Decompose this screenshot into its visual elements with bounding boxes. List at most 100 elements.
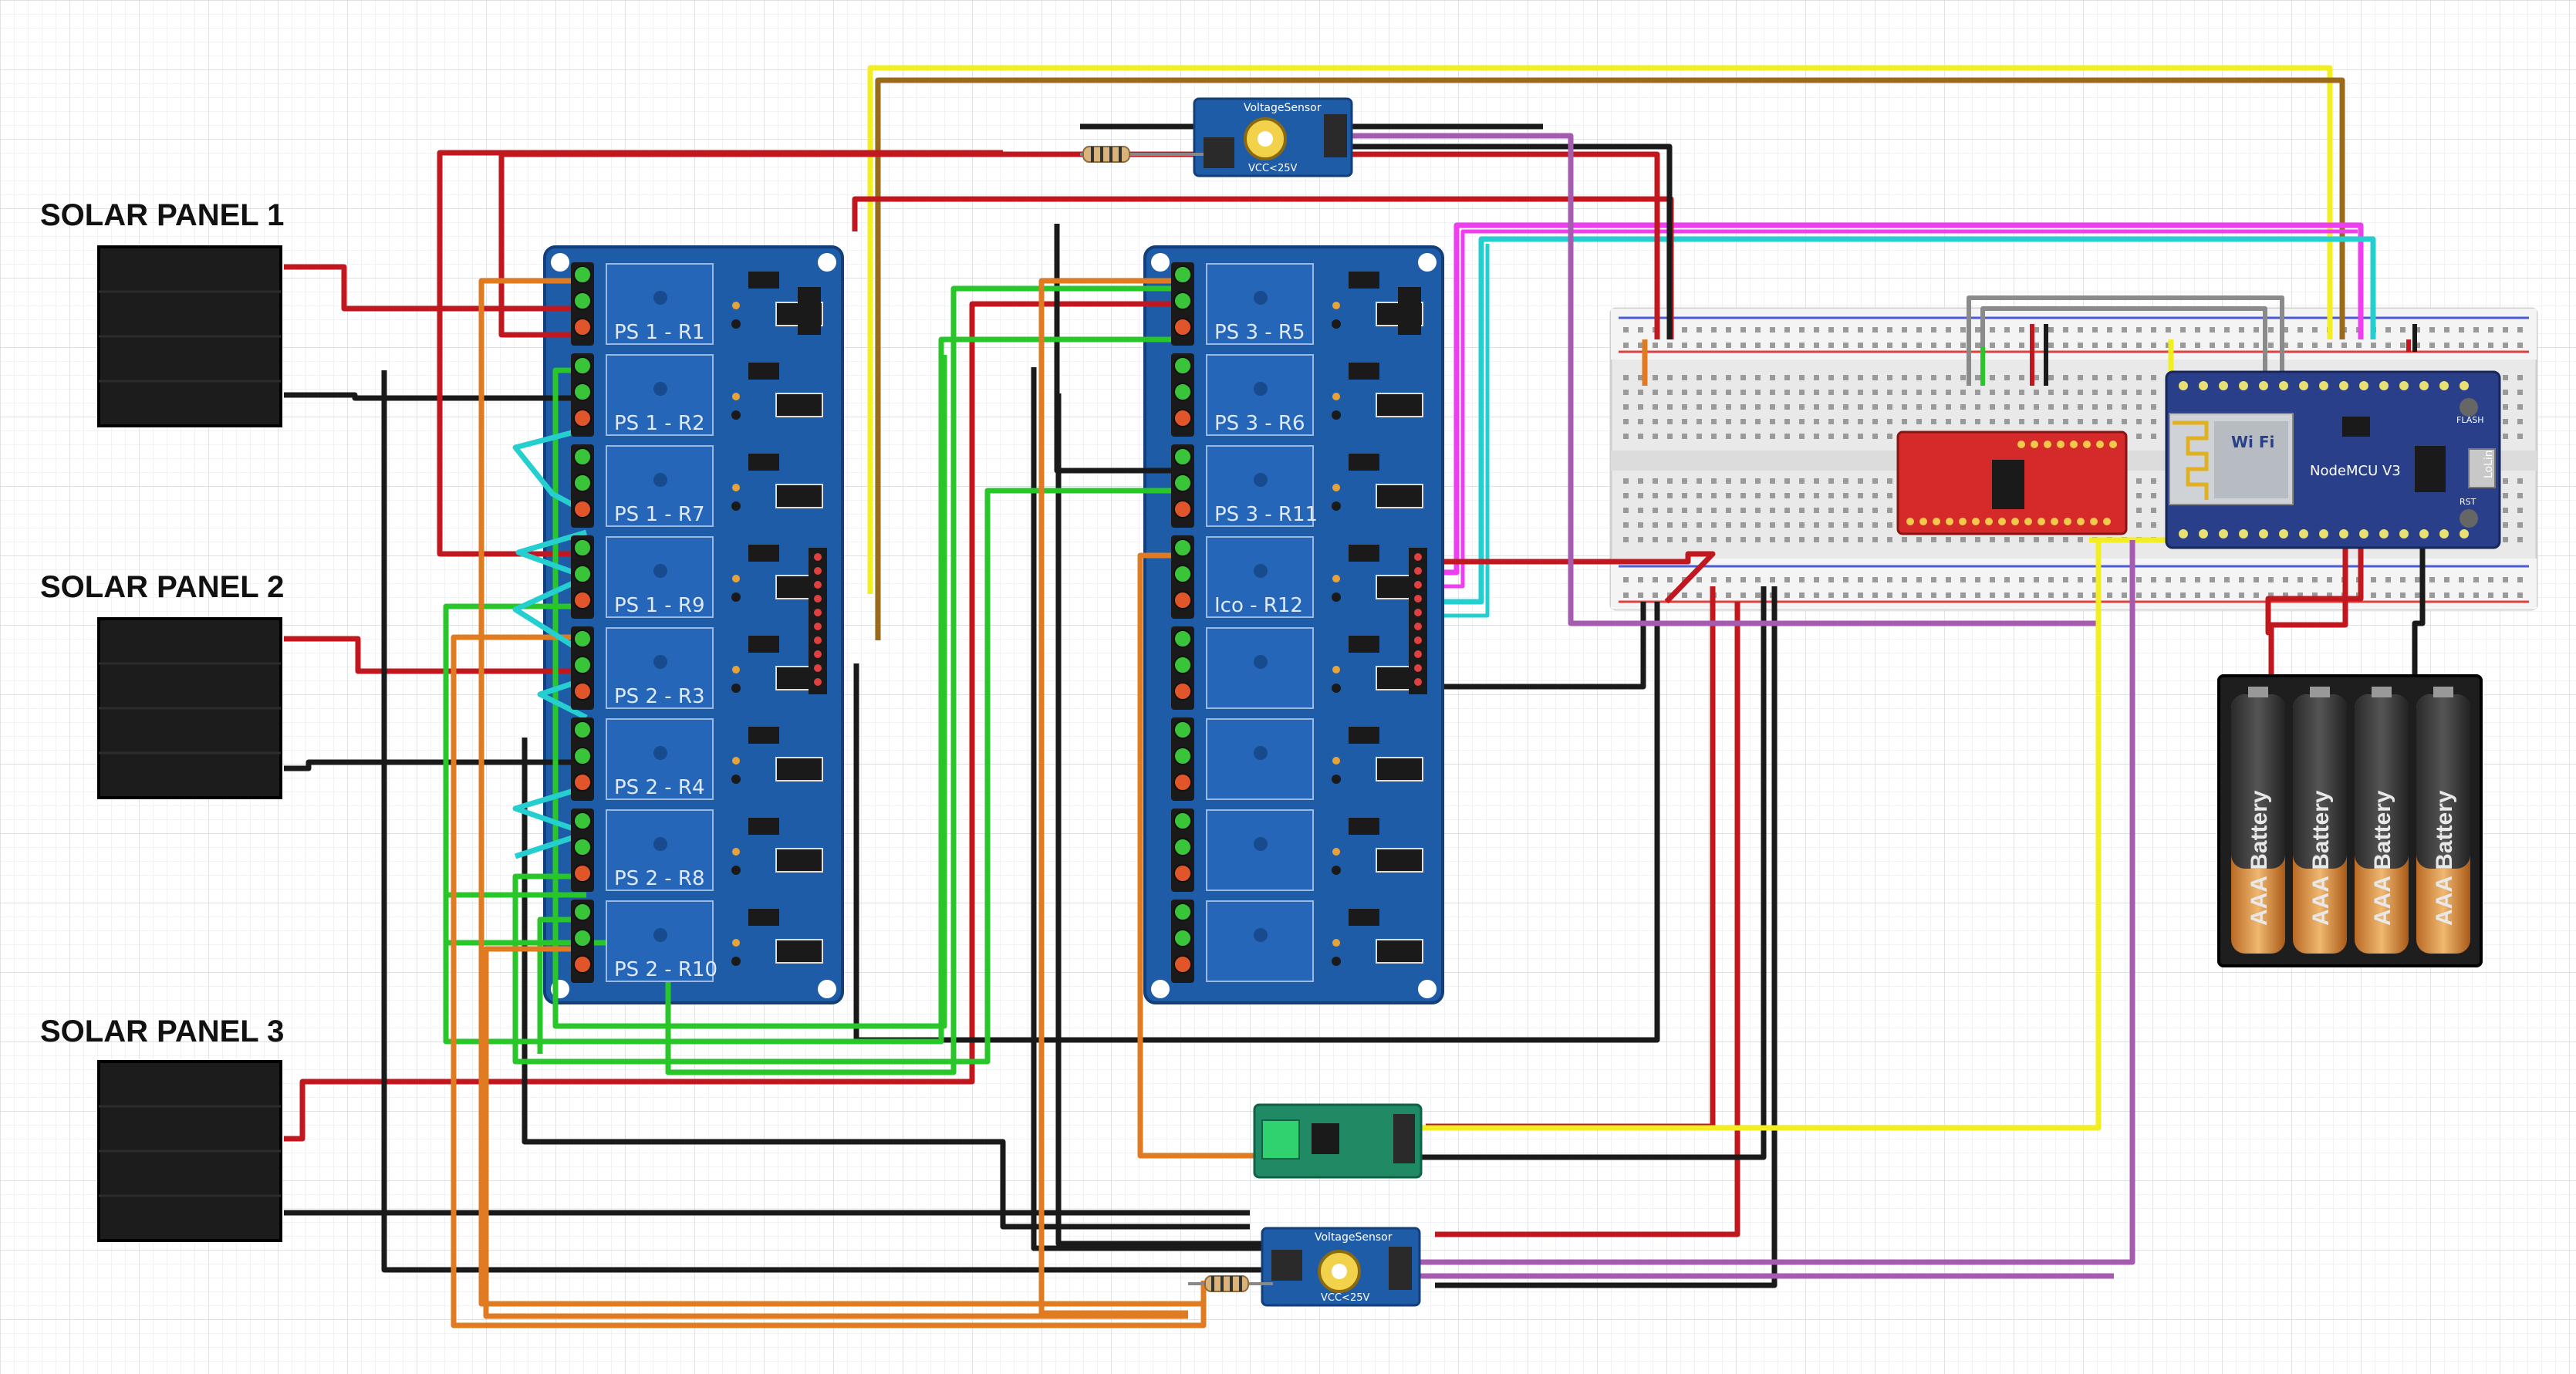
mcu-side-label: LoLin [2483, 450, 2495, 478]
mcu-flash-label: FLASH [2456, 415, 2484, 425]
solar-panel-3: SOLAR PANEL 3 [40, 1014, 284, 1242]
relay-board-2-channel-3: PS 3 - R11 [1171, 444, 1423, 528]
solar-panel-1-label: SOLAR PANEL 1 [40, 198, 284, 232]
relay-board-1-channel-label: PS 2 - R8 [614, 867, 705, 890]
relay-board-2-header-pins [1398, 287, 1427, 694]
wire-black-down2 [1031, 367, 1265, 1251]
relay-board-1-channel-label: PS 2 - R4 [614, 776, 705, 799]
relay-board-1-channel-7: PS 2 - R8 [571, 809, 823, 892]
resistor-bottom [1188, 1275, 1273, 1292]
wire-orange-5 [1137, 552, 1271, 1159]
wire-black-down1 [381, 370, 1265, 1273]
battery-label: AAA Battery [2370, 790, 2395, 926]
wire-cyan [1444, 236, 2376, 605]
wire-green-2 [443, 336, 1173, 1045]
current-sensor-module [1253, 1103, 1423, 1179]
relay-board-1-channel-label: PS 1 - R1 [614, 321, 705, 344]
relay-board-2-channel-5 [1171, 626, 1423, 710]
voltage-sensor-bottom-rating: VCC<25V [1321, 1292, 1369, 1304]
wire-magenta [1444, 222, 2364, 576]
wire-red-bb-low2 [1435, 602, 1740, 1237]
solar-panel-2-label: SOLAR PANEL 2 [40, 570, 284, 604]
wire-yellow-low [1416, 540, 2102, 1131]
solar-panel-2: SOLAR PANEL 2 [40, 570, 284, 799]
battery-label: AAA Battery [2432, 790, 2457, 926]
aaa-battery-4: AAA Battery [2416, 687, 2470, 954]
relay-board-2-channel-label: PS 3 - R11 [1214, 503, 1318, 526]
voltage-sensor-top-title: VoltageSensor [1244, 102, 1322, 114]
battery-label: AAA Battery [2247, 790, 2272, 926]
voltage-sensor-top: VoltageSensor VCC<25V [1193, 97, 1353, 177]
multiplexer-board [1896, 430, 2128, 535]
resistor-top [1080, 146, 1204, 163]
wire-green-4 [552, 355, 947, 1029]
relay-board-2-channel-label: PS 3 - R6 [1214, 412, 1305, 435]
wire-olive-top [875, 77, 2345, 640]
relay-board-2-channel-4: Ico - R12 [1171, 535, 1423, 619]
wire-red-left-loop [437, 150, 1003, 557]
relay-board-1-channel-3: PS 1 - R7 [571, 444, 823, 528]
nodemcu-board: Wi Fi NodeMCU V3 FLASH RST LoLin [2165, 370, 2501, 549]
relay-board-2-channel-8 [1171, 900, 1423, 983]
relay-board-1-channels: PS 1 - R1 PS 1 - R2 PS 1 - R7 PS 1 - R9 PS 2… [571, 262, 827, 983]
wire-red-battery2 [2268, 540, 2348, 679]
relay-board-1-channel-label: PS 1 - R2 [614, 412, 705, 435]
wire-purple-2 [1409, 540, 2135, 1265]
wire-magenta-2 [1444, 229, 2358, 589]
wire-green-3 [512, 488, 1173, 1065]
voltage-sensor-top-rating: VCC<25V [1248, 163, 1297, 174]
wire-panel3-red [284, 301, 1173, 1142]
wire-black-battery [2412, 540, 2426, 679]
relay-board-1-header-pins [798, 287, 827, 694]
relay-board-2-channel-1: PS 3 - R5 [1171, 262, 1423, 346]
solar-panel-3-label: SOLAR PANEL 3 [40, 1014, 284, 1048]
relay-board-2-channel-7 [1171, 809, 1423, 892]
wire-yellow-top [867, 65, 2333, 594]
mcu-rst-label: RST [2460, 497, 2476, 507]
battery-holder: AAA Battery AAA Battery AAA Battery AAA Bat… [2217, 674, 2483, 967]
relay-board-1-channel-1: PS 1 - R1 [571, 262, 823, 346]
relay-board-2-channel-2: PS 3 - R6 [1171, 353, 1423, 437]
wire-panel2-red [284, 636, 586, 674]
wires [284, 65, 2426, 1328]
wire-orange-4 [1038, 278, 1188, 1316]
wire-cyan-jumper-1 [512, 426, 588, 515]
wire-black-relay2-out [1444, 602, 1646, 690]
wire-grey-1 [1967, 295, 2284, 386]
wire-black-sensor [1349, 143, 1673, 339]
relay-board-1-channel-8: PS 2 - R10 [571, 900, 823, 983]
wire-orange-3 [483, 946, 1188, 1319]
wire-black-bottom [853, 602, 1660, 1043]
relay-board-1-channel-label: PS 2 - R3 [614, 685, 705, 708]
wifi-label: Wi Fi [2231, 433, 2274, 451]
relay-board-1-channel-label: PS 2 - R10 [614, 958, 717, 981]
relay-board-1-channel-2: PS 1 - R2 [571, 353, 823, 437]
relay-board-2-channel-label: Ico - R12 [1214, 594, 1303, 617]
wire-panel1-red [284, 264, 586, 312]
wire-panel1-black [284, 392, 586, 401]
relay-board-1-channel-6: PS 2 - R4 [571, 717, 823, 801]
relay-board-1-channel-label: PS 1 - R9 [614, 594, 705, 617]
wire-cyan-2 [1444, 244, 1490, 618]
aaa-battery-2: AAA Battery [2293, 687, 2347, 954]
wire-black-loop-left [522, 738, 1250, 1230]
wire-orange-2 [451, 634, 1207, 1328]
relay-board-1-channel-label: PS 1 - R7 [614, 503, 705, 526]
wire-cyan-jumper-4 [512, 784, 589, 859]
battery-label: AAA Battery [2308, 790, 2334, 926]
solar-panel-1: SOLAR PANEL 1 [40, 198, 284, 427]
wire-black-bb1 [1420, 586, 1767, 1160]
aaa-battery-3: AAA Battery [2355, 687, 2409, 954]
relay-board-2-channel-label: PS 3 - R5 [1214, 321, 1305, 344]
wire-black-bb2 [1435, 586, 1778, 1288]
voltage-sensor-bottom: VoltageSensor VCC<25V [1261, 1227, 1421, 1307]
relay-board-1-channel-5: PS 2 - R3 [571, 626, 823, 710]
mcu-title: NodeMCU V3 [2310, 463, 2401, 479]
wire-black-loop-mid [1055, 393, 1265, 1247]
wire-red-right [1444, 551, 1716, 604]
voltage-sensor-bottom-title: VoltageSensor [1315, 1231, 1393, 1244]
aaa-battery-1: AAA Battery [2231, 687, 2285, 954]
relay-board-2-channel-6 [1171, 717, 1423, 801]
